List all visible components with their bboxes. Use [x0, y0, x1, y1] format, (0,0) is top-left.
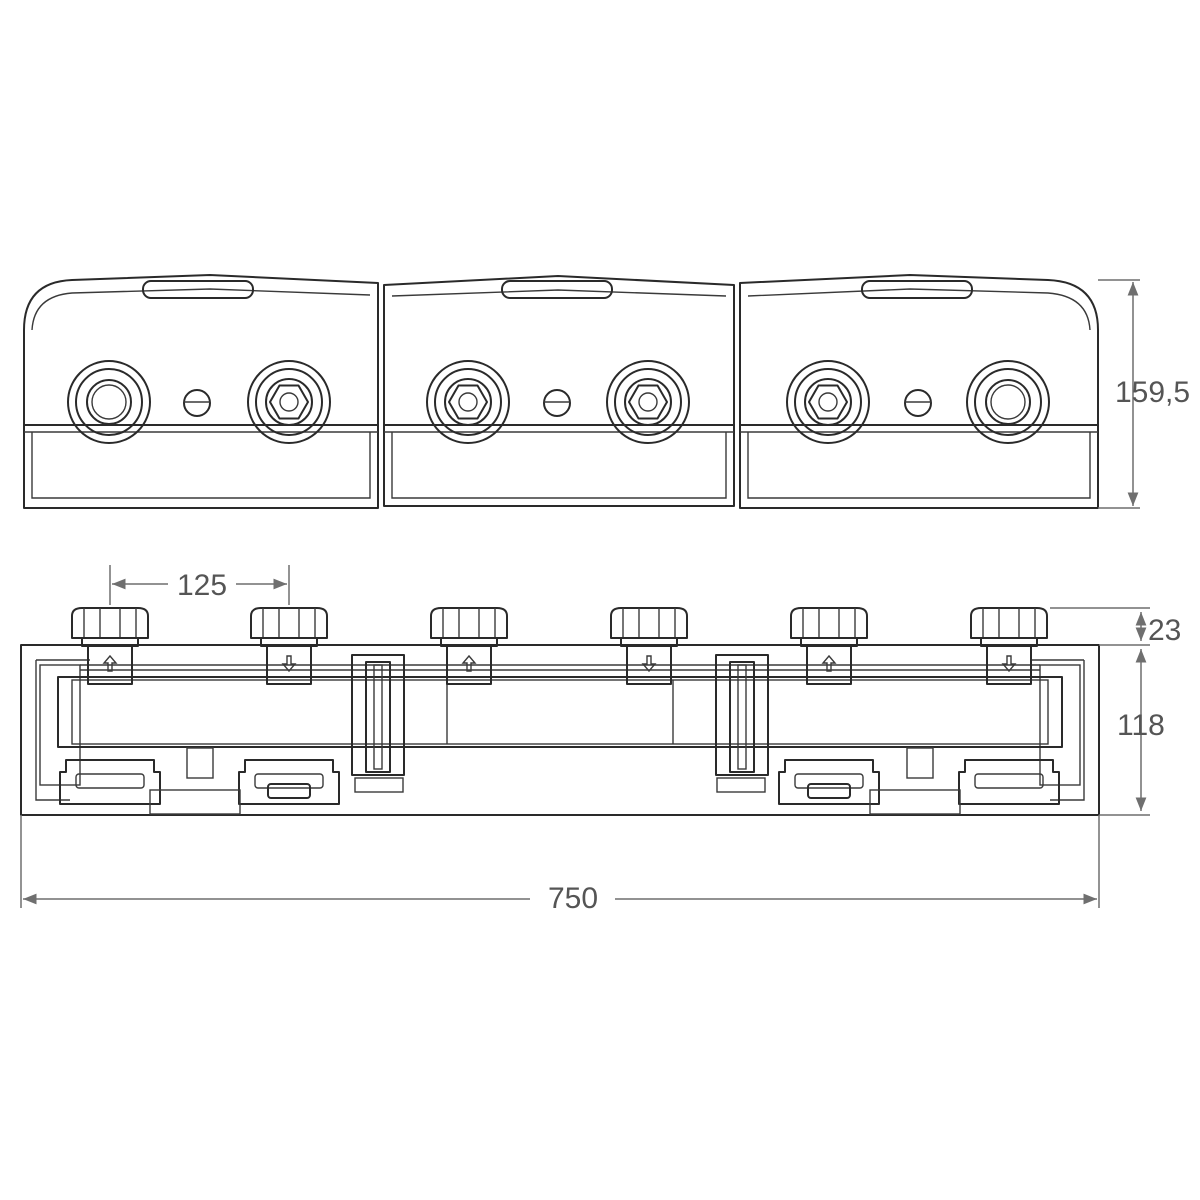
front-view — [23, 274, 1099, 509]
side-view — [20, 607, 1100, 816]
arrow-down-icon — [641, 655, 657, 673]
dimension-total-width: 750 — [20, 815, 1100, 915]
thermometer-hole-icon — [904, 389, 932, 417]
clamp-right — [715, 654, 769, 776]
dimension-connector-height: 23 — [1050, 607, 1181, 647]
dimension-pipe-spacing: 125 — [109, 565, 290, 605]
thermometer-hole-icon — [543, 389, 571, 417]
pump-icon — [958, 759, 1060, 805]
dimension-label-body-height: 118 — [1117, 709, 1165, 742]
connector-nut-icon — [790, 607, 868, 647]
dimension-height-front: 159,5 — [1098, 279, 1190, 509]
pump-icon — [59, 759, 161, 805]
arrow-up-icon — [102, 654, 118, 672]
connector-nut-icon — [430, 607, 508, 647]
port-hex-icon — [247, 360, 331, 444]
port-hex-icon — [426, 360, 510, 444]
port-open-icon — [966, 360, 1050, 444]
port-hex-icon — [786, 360, 870, 444]
dimension-label-height-front: 159,5 — [1115, 376, 1190, 409]
clamp-left — [351, 654, 405, 776]
dimension-label-total-width: 750 — [548, 882, 598, 915]
arrow-down-icon — [1001, 655, 1017, 673]
port-open-icon — [67, 360, 151, 444]
arrow-up-icon — [461, 654, 477, 672]
connector-nut-icon — [970, 607, 1048, 647]
connector-nut-icon — [71, 607, 149, 647]
dimension-label-pipe-spacing: 125 — [177, 569, 227, 602]
connector-nut-icon — [250, 607, 328, 647]
dimension-label-connector-height: 23 — [1148, 614, 1181, 647]
port-hex-icon — [606, 360, 690, 444]
connector-nut-icon — [610, 607, 688, 647]
thermometer-hole-icon — [183, 389, 211, 417]
arrow-down-icon — [281, 655, 297, 673]
arrow-up-icon — [821, 654, 837, 672]
dimension-body-height: 118 — [1099, 649, 1165, 816]
